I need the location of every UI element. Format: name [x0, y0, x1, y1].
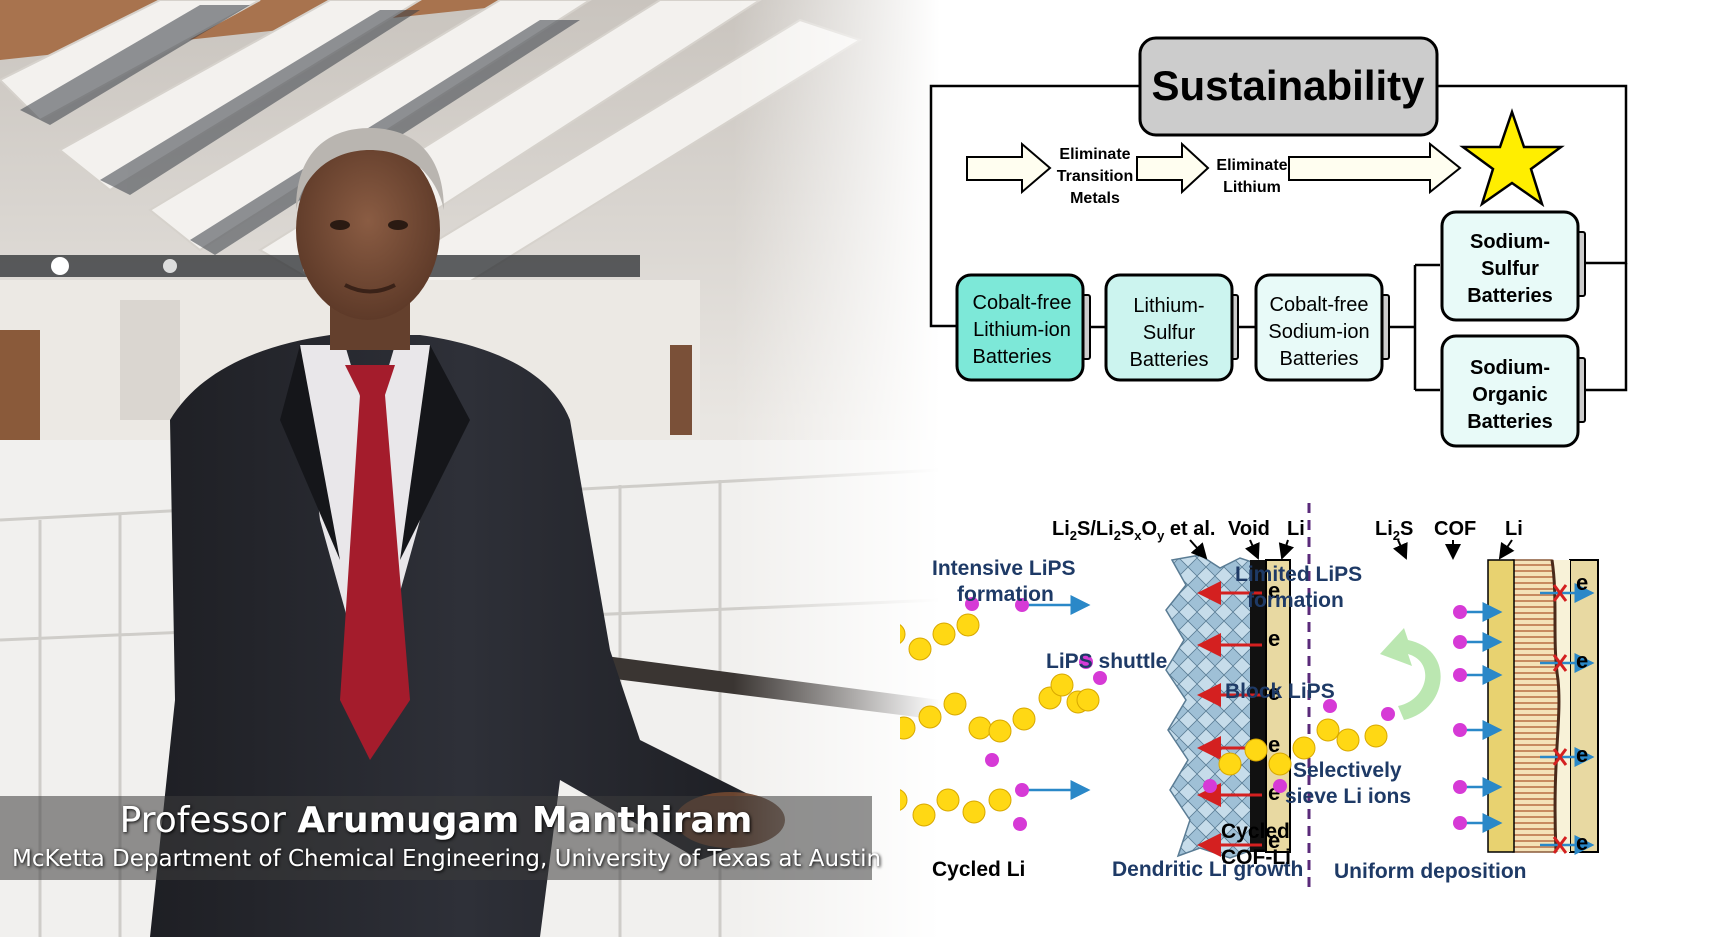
svg-text:Batteries: Batteries [973, 346, 1052, 368]
flow-arrow-2 [1136, 141, 1210, 195]
li-label-left: Li [1287, 518, 1305, 540]
battery-box-cobalt-free-li: Cobalt-free Lithium-ion Batteries [955, 273, 1091, 382]
battery-box-li-s: Lithium- Sulfur Batteries [1104, 273, 1239, 382]
svg-text:Sulfur: Sulfur [1143, 322, 1196, 344]
svg-text:Lithium-: Lithium- [1133, 295, 1204, 317]
step2-line2: Lithium [1223, 179, 1281, 196]
cycled-li-label: Cycled Li [932, 858, 1025, 881]
limited-line2: formation [1247, 589, 1344, 612]
intensive-line1: Intensive LiPS [932, 557, 1076, 580]
svg-text:Batteries: Batteries [1467, 285, 1553, 307]
limited-line1: Limited LiPS [1235, 563, 1362, 586]
professor-name: Professor Arumugam Manthiram [119, 800, 753, 841]
step2-line1: Eliminate [1216, 157, 1287, 174]
svg-text:Cobalt-free: Cobalt-free [1270, 294, 1369, 316]
svg-text:e: e [1576, 648, 1588, 673]
battery-box-na-s: Sodium- Sulfur Batteries [1440, 210, 1586, 322]
bare-li-panel: Li2S/Li2SxOy et al. Void Li Intensive Li… [900, 518, 1305, 881]
step1-line2: Transition [1057, 168, 1133, 185]
svg-text:Li2S/Li2SxOy et al.: Li2S/Li2SxOy et al. [1052, 518, 1215, 543]
sustainability-flow [929, 84, 1628, 392]
svg-text:e: e [1268, 680, 1280, 705]
department-affiliation: McKetta Department of Chemical Engineeri… [12, 846, 882, 872]
svg-text:Organic: Organic [1472, 384, 1548, 406]
sustainability-title: Sustainability [1151, 62, 1425, 109]
svg-text:Batteries: Batteries [1280, 348, 1359, 370]
svg-text:Sodium-ion: Sodium-ion [1268, 321, 1369, 343]
photo-caption: Professor Arumugam Manthiram McKetta Dep… [0, 796, 881, 880]
sieve-line2: sieve Li ions [1285, 785, 1411, 808]
battery-box-na-organic: Sodium- Organic Batteries [1440, 334, 1586, 448]
cycled-cof-line2: COF-Li [1221, 846, 1291, 869]
svg-text:e: e [1268, 828, 1280, 853]
intensive-line2: formation [957, 583, 1054, 606]
svg-text:Sulfur: Sulfur [1481, 258, 1539, 280]
sustainability-title-box [1138, 36, 1439, 137]
professor-photo [0, 0, 940, 937]
cof-li-panel: Li2S COF Li Limited LiPS formation Block… [1203, 518, 1599, 883]
svg-text:e: e [1268, 578, 1280, 603]
svg-text:Lithium-ion: Lithium-ion [973, 319, 1071, 341]
svg-text:Sodium-: Sodium- [1470, 231, 1550, 253]
void-label: Void [1228, 518, 1270, 540]
svg-text:e: e [1576, 742, 1588, 767]
uniform-label: Uniform deposition [1334, 860, 1527, 883]
shuttle-label: LiPS shuttle [1046, 650, 1167, 673]
flow-arrow-1 [966, 141, 1052, 195]
battery-box-cobalt-free-na: Cobalt-free Sodium-ion Batteries [1254, 273, 1390, 382]
cycled-cof-line1: Cycled [1221, 820, 1290, 843]
flow-arrow-3 [1288, 141, 1462, 195]
dendritic-label: Dendritic Li growth [1112, 858, 1303, 881]
svg-text:e: e [1576, 570, 1588, 595]
svg-text:Batteries: Batteries [1130, 349, 1209, 371]
svg-text:Sodium-: Sodium- [1470, 357, 1550, 379]
sieve-line1: Selectively [1293, 759, 1402, 782]
step1-line1: Eliminate [1059, 146, 1130, 163]
svg-text:e: e [1268, 626, 1280, 651]
svg-text:e: e [1268, 732, 1280, 757]
svg-text:Batteries: Batteries [1467, 411, 1553, 433]
block-label: Block LiPS [1225, 680, 1335, 703]
li-label-right: Li [1505, 518, 1523, 540]
battery-diagrams: Sustainability Eliminate Transition Meta… [900, 36, 1628, 890]
step1-line3: Metals [1070, 190, 1120, 207]
svg-text:Li2S: Li2S [1375, 518, 1413, 543]
svg-text:Cobalt-free: Cobalt-free [973, 292, 1072, 314]
cof-label: COF [1434, 518, 1476, 540]
star-icon [1459, 108, 1565, 208]
svg-text:e: e [1576, 830, 1588, 855]
